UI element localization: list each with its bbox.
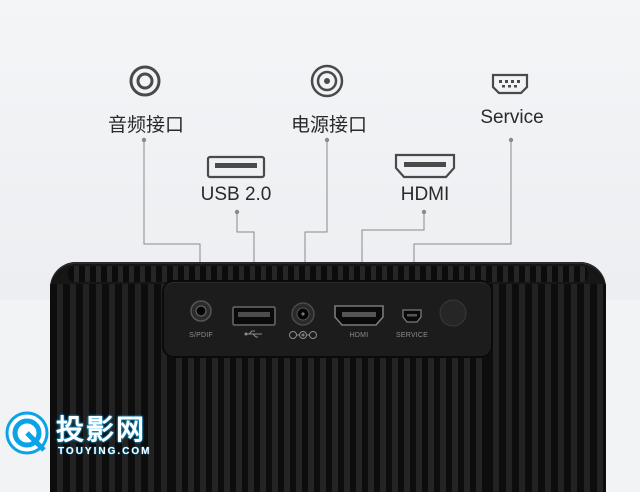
bottom-vent bbox=[170, 358, 486, 492]
service-leader-dot bbox=[508, 137, 514, 143]
right-vent bbox=[486, 284, 606, 492]
watermark-title: 投影网 bbox=[56, 414, 147, 445]
hdmi-leader-dot bbox=[421, 209, 427, 215]
audio-leader-dot bbox=[141, 137, 147, 143]
projector-rear-panel: S/PDIF bbox=[50, 262, 606, 492]
hdmi-port-text: HDMI bbox=[349, 332, 369, 339]
usb-port-label: USB 2.0 bbox=[200, 184, 272, 205]
usb-port-icon bbox=[206, 155, 266, 179]
service-socket bbox=[402, 309, 422, 323]
spdif-jack bbox=[190, 300, 212, 322]
hdmi-port-icon bbox=[394, 153, 456, 179]
round-button bbox=[439, 299, 467, 327]
usb-leader-dot bbox=[234, 209, 240, 215]
watermark-logo-icon bbox=[5, 411, 49, 455]
audio-port-icon bbox=[129, 65, 161, 97]
background bbox=[0, 0, 640, 300]
dc-polarity-icon bbox=[289, 331, 317, 339]
service-port-text: SERVICE bbox=[395, 332, 429, 339]
spdif-port-text: S/PDIF bbox=[189, 332, 213, 339]
audio-port-label: 音频接口 bbox=[107, 115, 185, 136]
power-port-label: 电源接口 bbox=[290, 115, 368, 136]
watermark-subtitle: TOUYING.COM bbox=[58, 446, 152, 457]
touying-watermark: 投影网 TOUYING.COM bbox=[4, 404, 184, 470]
power-leader-dot bbox=[324, 137, 330, 143]
usb-socket bbox=[232, 306, 276, 326]
left-vent bbox=[50, 284, 170, 492]
hdmi-port-label: HDMI bbox=[400, 184, 450, 205]
service-port-label: Service bbox=[480, 107, 544, 128]
power-jack bbox=[291, 302, 315, 326]
leader-lines bbox=[141, 137, 514, 305]
top-vent bbox=[68, 266, 588, 282]
power-port-icon bbox=[310, 64, 344, 98]
service-port-icon bbox=[491, 73, 529, 95]
usb-symbol-icon bbox=[244, 330, 262, 338]
hdmi-socket bbox=[334, 305, 384, 326]
io-panel: S/PDIF bbox=[164, 282, 491, 356]
